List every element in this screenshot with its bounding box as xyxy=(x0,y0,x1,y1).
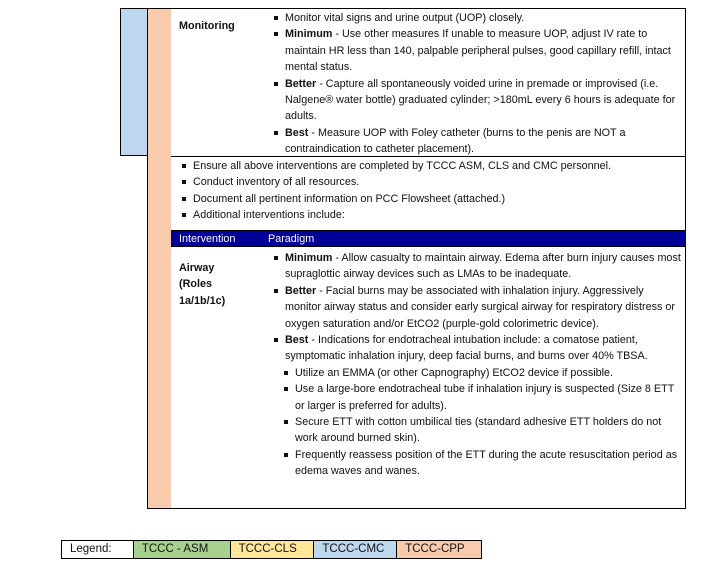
monitoring-label: Monitoring xyxy=(179,20,235,32)
sub-list-item: Utilize an EMMA (or other Capnography) E… xyxy=(284,365,681,381)
legend-asm: TCCC - ASM xyxy=(133,541,231,558)
monitoring-row: Monitoring Monitor vital signs and urine… xyxy=(171,9,685,157)
sub-list-item: Use a large-bore endotracheal tube if in… xyxy=(284,381,681,414)
sub-list-item: Secure ETT with cotton umbilical ties (s… xyxy=(284,414,681,447)
list-item: Better - Facial burns may be associated … xyxy=(274,283,681,332)
list-item: Minimum - Allow casualty to maintain air… xyxy=(274,250,681,283)
cmc-color-column xyxy=(120,8,148,156)
list-item: Minimum - Use other measures If unable t… xyxy=(274,26,681,75)
legend-cls: TCCC-CLS xyxy=(230,541,315,558)
list-item: Better - Capture all spontaneously voide… xyxy=(274,76,681,125)
list-item: Conduct inventory of all resources. xyxy=(181,174,611,190)
monitoring-bullets: Monitor vital signs and urine output (UO… xyxy=(274,10,681,158)
list-item: Document all pertinent information on PC… xyxy=(181,191,611,207)
protocol-table: Monitoring Monitor vital signs and urine… xyxy=(171,8,686,509)
list-item: Additional interventions include: xyxy=(181,207,611,223)
list-item: Monitor vital signs and urine output (UO… xyxy=(274,10,681,26)
cpp-color-column xyxy=(147,8,172,509)
legend: Legend: TCCC - ASM TCCC-CLS TCCC-CMC TCC… xyxy=(61,540,482,559)
header-intervention: Intervention xyxy=(179,233,236,245)
legend-cpp: TCCC-CPP xyxy=(397,541,481,558)
general-row: Ensure all above interventions are compl… xyxy=(171,157,685,230)
header-paradigm: Paradigm xyxy=(268,233,315,245)
list-item: Ensure all above interventions are compl… xyxy=(181,158,611,174)
legend-label: Legend: xyxy=(62,541,134,558)
list-item: Best - Measure UOP with Foley catheter (… xyxy=(274,125,681,158)
legend-cmc: TCCC-CMC xyxy=(314,541,398,558)
list-item: Best - Indications for endotracheal intu… xyxy=(274,332,681,365)
sub-list-item: Frequently reassess position of the ETT … xyxy=(284,447,681,480)
table-header: Intervention Paradigm xyxy=(171,230,685,247)
general-bullets: Ensure all above interventions are compl… xyxy=(181,158,611,224)
airway-bullets: Minimum - Allow casualty to maintain air… xyxy=(274,250,681,480)
